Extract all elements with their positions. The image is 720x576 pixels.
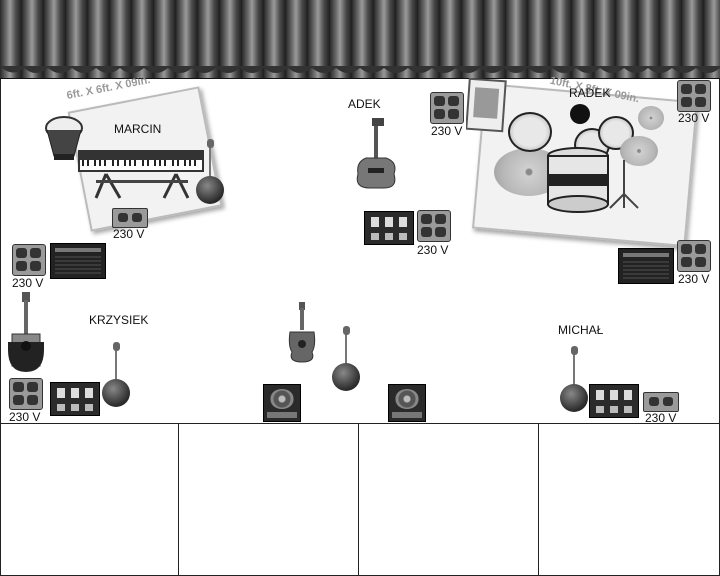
- mic-stand-center: [345, 332, 347, 372]
- amplifier-radek: [618, 248, 674, 284]
- power-outlet-adek-bottom: [417, 210, 451, 242]
- power-label-krzysiek: 230 V: [9, 410, 41, 424]
- power-outlet-adek-top: [430, 92, 464, 124]
- performer-label-marcin: MARCIN: [114, 122, 162, 136]
- power-outlet-radek-top: [677, 80, 711, 112]
- mic-stand-michal: [573, 352, 575, 386]
- mic-head-michal: [571, 346, 578, 355]
- mic-base-center: [332, 363, 360, 391]
- power-label-adek-bottom: 230 V: [417, 243, 449, 257]
- bass-drum-icon: [547, 147, 609, 213]
- power-outlet-left-wall: [12, 244, 46, 276]
- hihat-stand-icon: [609, 160, 639, 209]
- tom-drum-left: [508, 112, 552, 152]
- power-label-radek-top: 230 V: [678, 111, 710, 125]
- stage-monitor-right: [388, 384, 426, 422]
- mic-head-krzysiek: [113, 342, 120, 351]
- power-outlet-marcin: [112, 208, 148, 228]
- tambourine-drum-icon: [45, 116, 83, 160]
- mic-stand-krzysiek: [115, 348, 117, 382]
- power-outlet-krzysiek: [9, 378, 43, 410]
- performer-label-krzysiek: KRZYSIEK: [89, 313, 149, 327]
- mic-head-marcin: [207, 139, 214, 148]
- performer-label-radek: RADEK: [569, 86, 611, 100]
- notes-cell: [179, 424, 359, 576]
- power-outlet-michal: [643, 392, 679, 412]
- amplifier-left: [50, 243, 106, 279]
- mic-head-center: [343, 326, 350, 335]
- mic-stand-marcin: [209, 144, 211, 184]
- cymbal-right-small: [638, 106, 664, 130]
- bass-guitar-icon: [356, 118, 396, 189]
- notes-table: [0, 423, 720, 576]
- power-outlet-radek-bottom: [677, 240, 711, 272]
- curtain-hem: [0, 66, 720, 73]
- ukulele-icon: [288, 302, 316, 363]
- mic-base-marcin: [196, 176, 224, 204]
- power-label-michal: 230 V: [645, 411, 677, 425]
- keyboard-icon: [78, 150, 204, 199]
- power-label-adek-top: 230 V: [431, 124, 463, 138]
- pedalboard-adek: [364, 211, 414, 245]
- pedalboard-krzysiek: [50, 382, 100, 416]
- performer-label-michal: MICHAŁ: [558, 323, 604, 337]
- cymbal-right: [620, 136, 658, 166]
- notes-cell: [359, 424, 539, 576]
- notes-cell: [0, 424, 179, 576]
- snare-drum-dark: [570, 104, 590, 124]
- mic-base-michal: [560, 384, 588, 412]
- stage-monitor-left: [263, 384, 301, 422]
- performer-label-adek: ADEK: [348, 97, 381, 111]
- laptop-icon: [466, 78, 507, 133]
- power-label-marcin: 230 V: [113, 227, 145, 241]
- power-label-left-wall: 230 V: [12, 276, 44, 290]
- mic-base-krzysiek: [102, 379, 130, 407]
- power-label-radek-bottom: 230 V: [678, 272, 710, 286]
- stage-curtain: [0, 0, 720, 79]
- acoustic-guitar-icon: [8, 292, 44, 372]
- pedalboard-michal: [589, 384, 639, 418]
- notes-cell: [539, 424, 718, 576]
